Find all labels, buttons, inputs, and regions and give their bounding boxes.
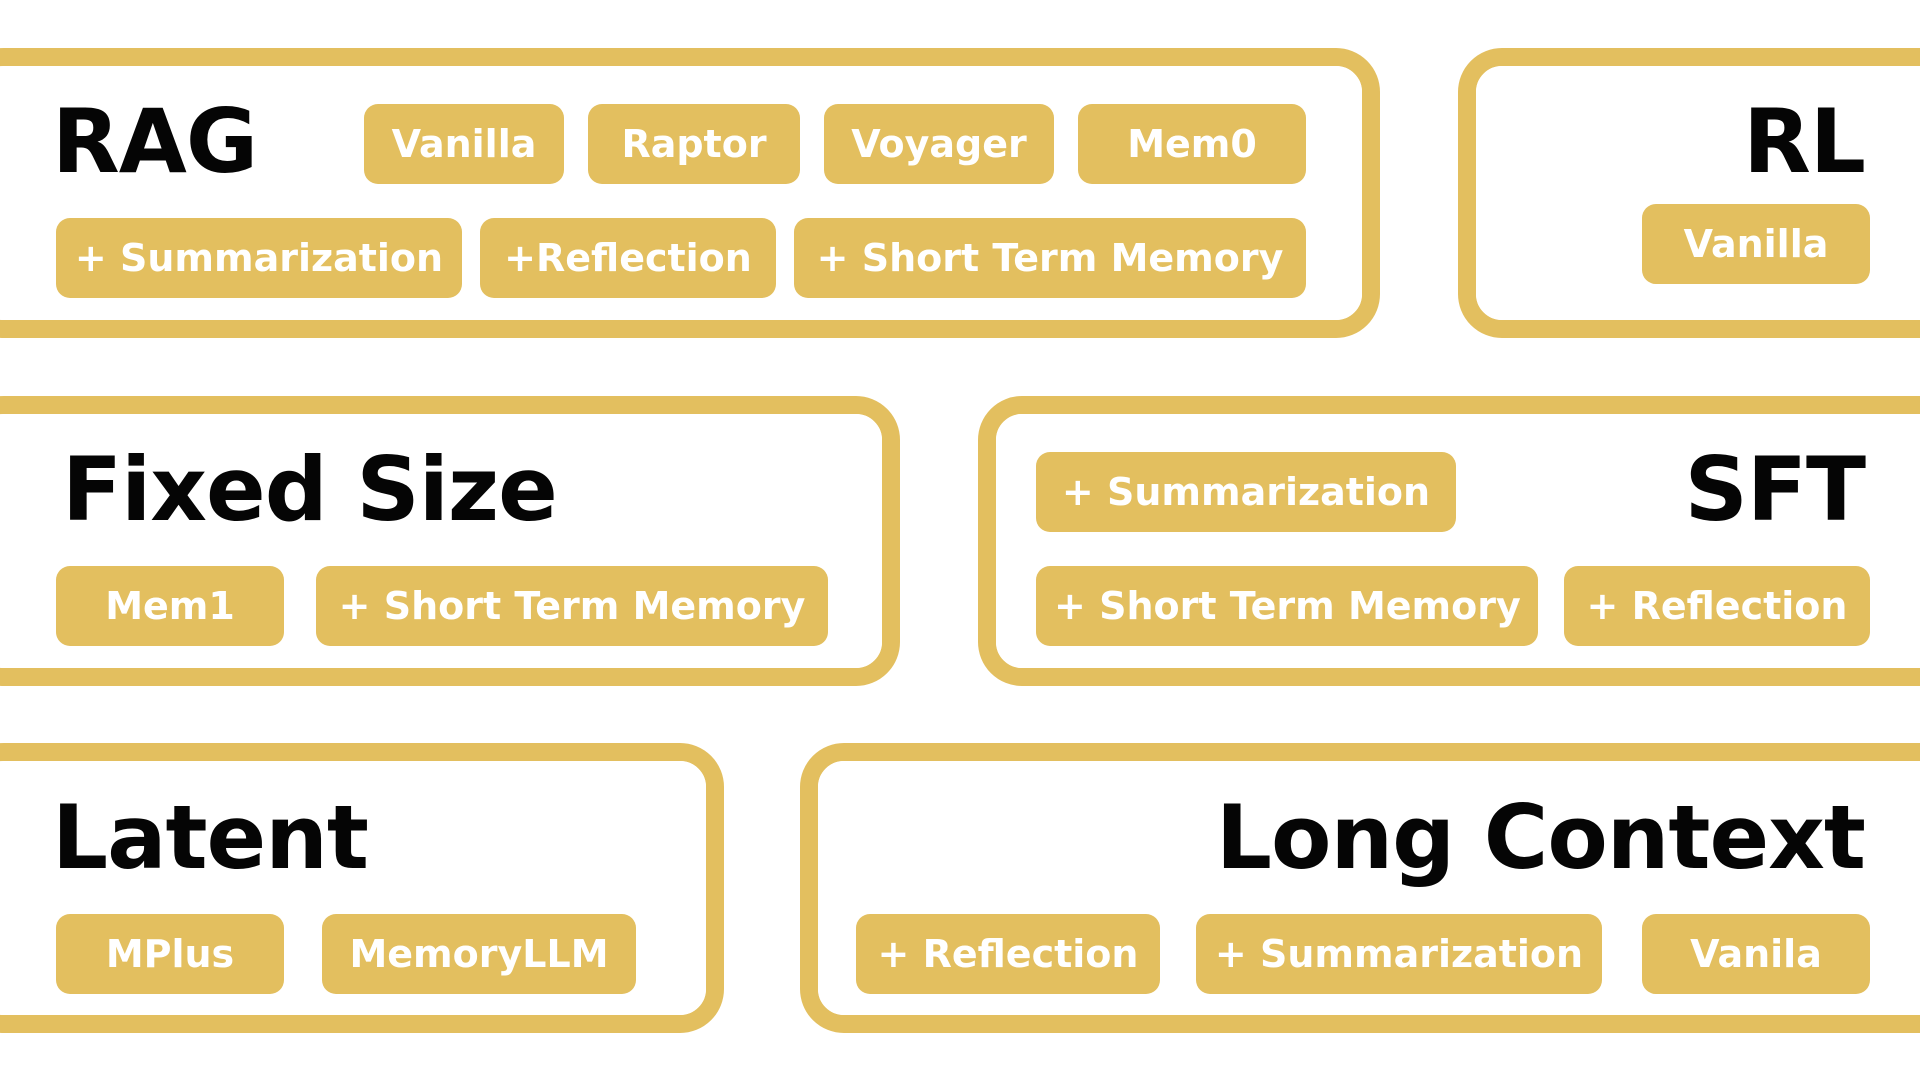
fixed-size-chip-short-term-memory: + Short Term Memory [316, 566, 828, 646]
long-context-title: Long Context [1215, 786, 1866, 889]
fixed-size-chip-mem1: Mem1 [56, 566, 284, 646]
rag-chip-reflection: +Reflection [480, 218, 776, 298]
latent-chip-mplus: MPlus [56, 914, 284, 994]
rag-chip-voyager: Voyager [824, 104, 1054, 184]
sft-chip-reflection: + Reflection [1564, 566, 1870, 646]
long-context-chip-vanila: Vanila [1642, 914, 1870, 994]
rl-title: RL [1743, 90, 1866, 193]
sft-chip-summarization: + Summarization [1036, 452, 1456, 532]
latent-title: Latent [52, 786, 369, 889]
sft-title: SFT [1684, 438, 1866, 541]
rag-title: RAG [52, 90, 258, 193]
rag-chip-summarization: + Summarization [56, 218, 462, 298]
long-context-chip-summarization: + Summarization [1196, 914, 1602, 994]
fixed-size-title: Fixed Size [62, 438, 558, 541]
long-context-chip-reflection: + Reflection [856, 914, 1160, 994]
sft-chip-short-term-memory: + Short Term Memory [1036, 566, 1538, 646]
rag-chip-vanilla: Vanilla [364, 104, 564, 184]
rl-panel [1458, 48, 1920, 338]
rag-chip-mem0: Mem0 [1078, 104, 1306, 184]
rl-chip-vanilla: Vanilla [1642, 204, 1870, 284]
rag-chip-raptor: Raptor [588, 104, 800, 184]
latent-chip-memoryllm: MemoryLLM [322, 914, 636, 994]
rag-chip-short-term-memory: + Short Term Memory [794, 218, 1306, 298]
